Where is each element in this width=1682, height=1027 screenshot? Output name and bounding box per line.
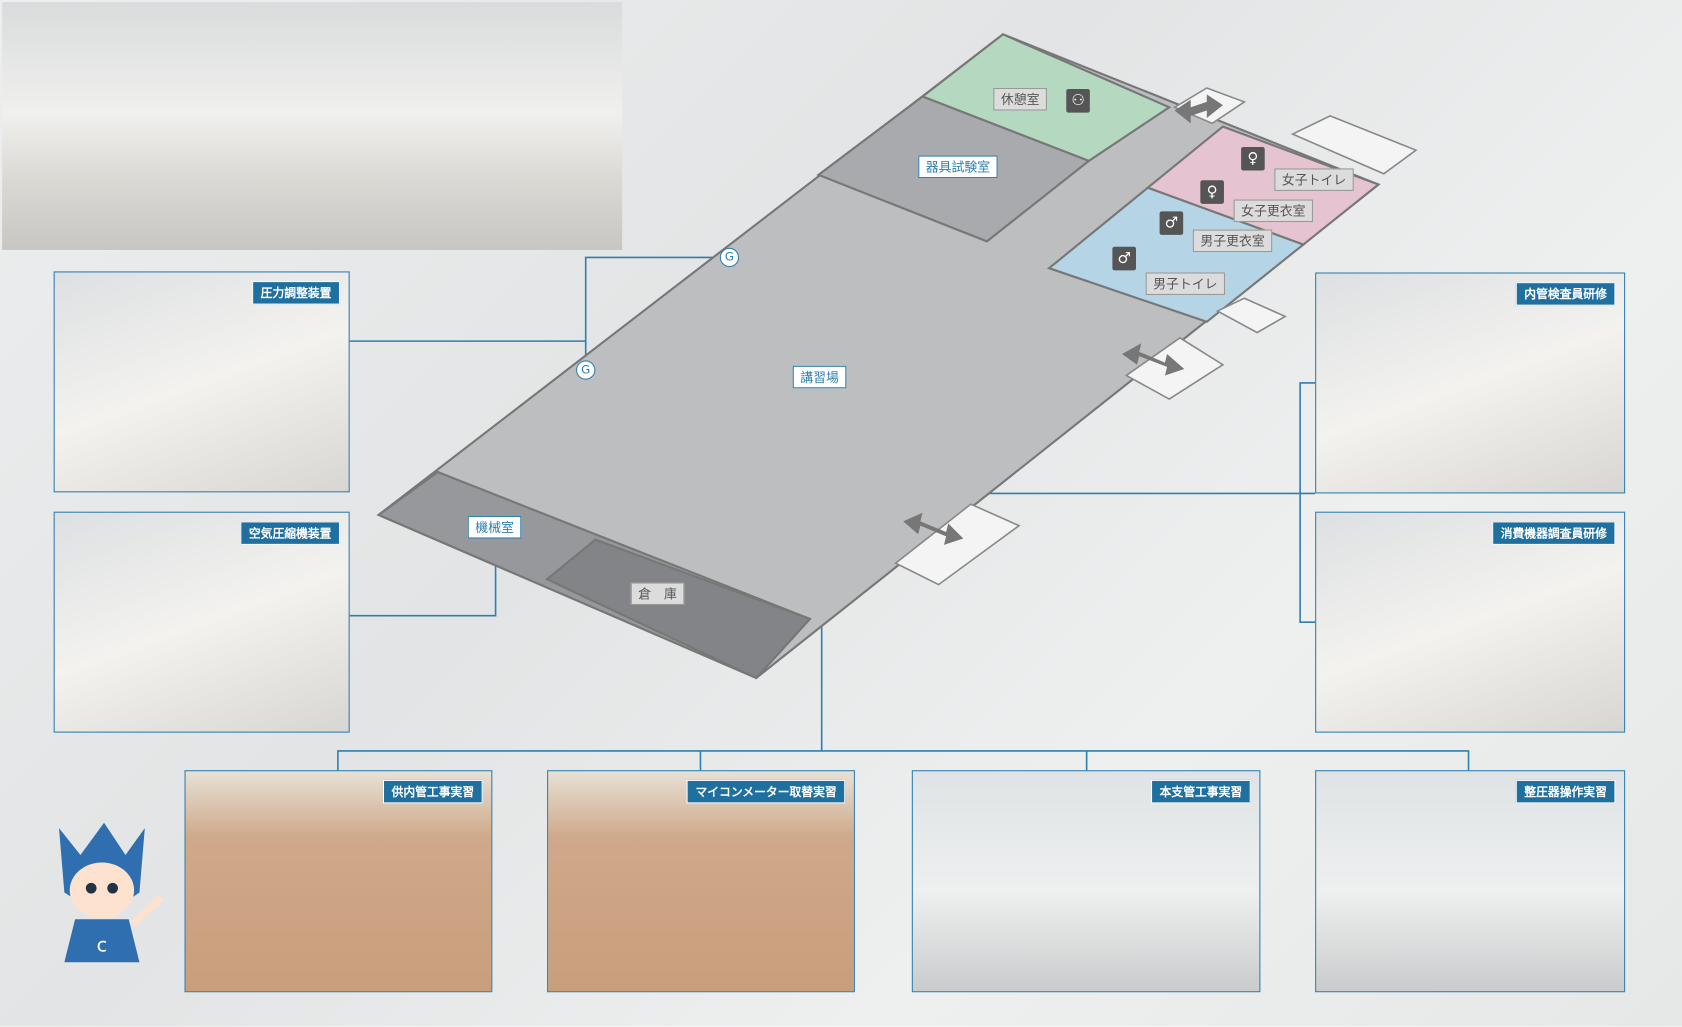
mens-area (1046, 186, 1306, 324)
room-label-mens-locker: 男子更衣室 (1192, 229, 1273, 253)
room-label-storage: 倉 庫 (630, 582, 685, 606)
gas-marker-icon: G (576, 360, 596, 380)
room-label-womens-toilet: 女子トイレ (1274, 168, 1354, 191)
photo-caption: 消費機器調査員研修 (1492, 521, 1616, 545)
photo-supply-pipe: 供内管工事実習 (184, 770, 493, 993)
photo-caption: 空気圧縮機装置 (240, 521, 341, 545)
rest-people-icon: ⚇ (1066, 89, 1090, 113)
room-label-training-hall: 講習場 (792, 365, 847, 389)
room-label-machine-room: 機械室 (467, 515, 522, 539)
svg-text:c: c (97, 933, 108, 956)
man-icon: ♂ (1112, 246, 1136, 271)
arrow-icons (903, 94, 1223, 545)
photo-inner-pipe-inspector: 内管検査員研修 (1315, 272, 1626, 494)
woman-icon: ♀ (1241, 146, 1265, 171)
photo-caption: 供内管工事実習 (382, 779, 483, 804)
photo-microcomputer-meter: マイコンメーター取替実習 (547, 770, 855, 993)
photo-pressure-regulator: 圧力調整装置 (53, 271, 350, 493)
photo-caption: マイコンメーター取替実習 (686, 779, 846, 804)
photo-caption: 内管検査員研修 (1515, 282, 1616, 306)
room-label-womens-locker: 女子更衣室 (1233, 199, 1314, 223)
photo-caption: 本支管工事実習 (1151, 779, 1251, 804)
photo-caption: 圧力調整装置 (252, 281, 341, 305)
woman-locker-icon: ♀ (1200, 180, 1224, 204)
photo-main-pipe: 本支管工事実習 (911, 770, 1261, 993)
photo-appliance-inspector: 消費機器調査員研修 (1315, 511, 1626, 733)
photo-air-compressor: 空気圧縮機装置 (53, 511, 350, 733)
room-label-mens-toilet: 男子トイレ (1145, 272, 1226, 295)
storage-area (545, 538, 812, 680)
hall-overview-photo (2, 2, 623, 250)
gas-marker-icon: G (719, 247, 740, 268)
room-label-rest: 休憩室 (993, 87, 1047, 111)
photo-governor: 整圧器操作実習 (1315, 770, 1626, 993)
room-label-equipment-test: 器具試験室 (918, 155, 998, 179)
mascot-icon: c (58, 822, 164, 963)
photo-caption: 整圧器操作実習 (1515, 779, 1616, 804)
man-locker-icon: ♂ (1159, 211, 1184, 235)
